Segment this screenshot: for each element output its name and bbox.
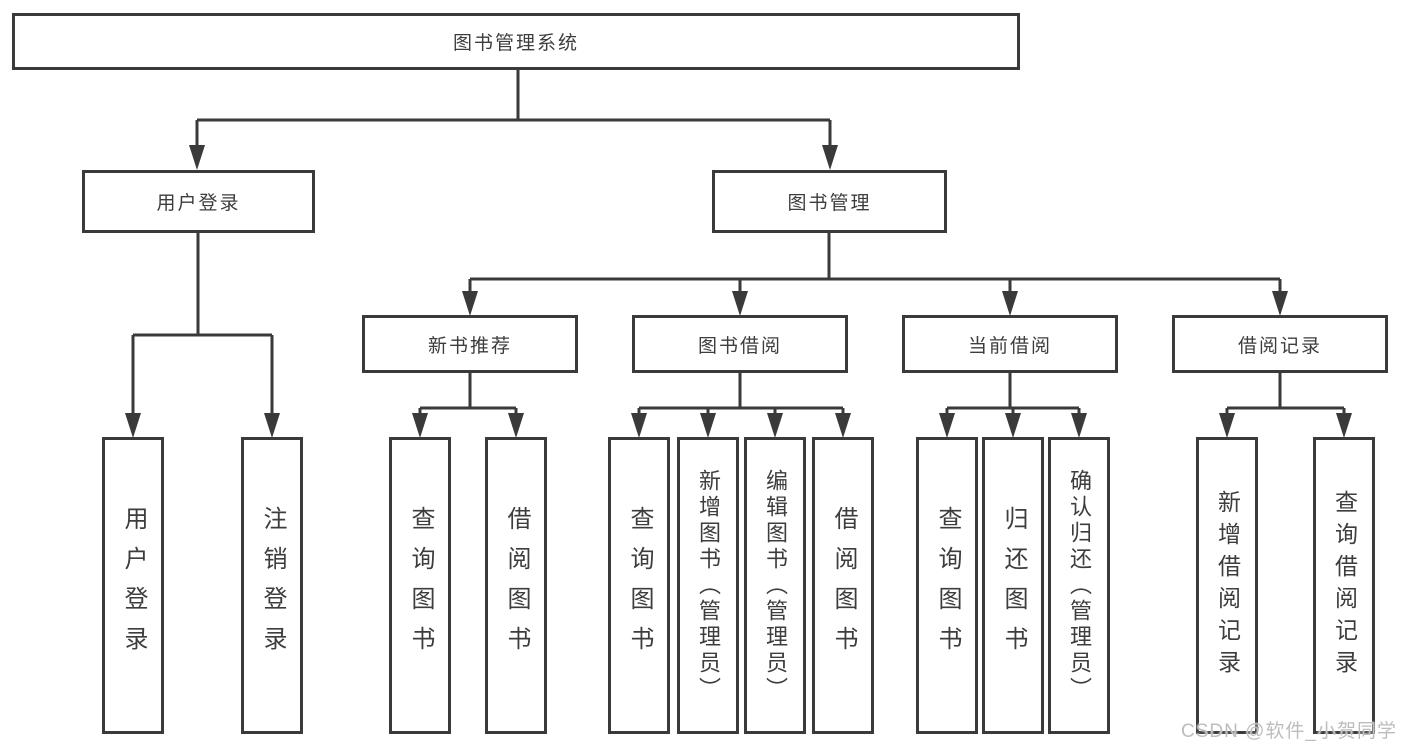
leaf-query-borrow-record-label: 查询借阅记录 — [1331, 489, 1358, 682]
node-root-label: 图书管理系统 — [452, 33, 579, 54]
node-book-borrowing: 图书借阅 — [632, 315, 848, 373]
leaf-borrow-books-2-label: 借阅图书 — [830, 505, 857, 666]
node-user-login: 用户登录 — [82, 170, 315, 233]
leaf-add-books-admin: 新增图书（管理员） — [677, 437, 739, 734]
node-current-borrowing: 当前借阅 — [902, 315, 1118, 373]
node-book-borrowing-label: 图书借阅 — [697, 335, 782, 357]
leaf-return-books-label: 归还图书 — [1000, 505, 1027, 666]
leaf-add-books-admin-label: 新增图书（管理员） — [696, 468, 721, 703]
arrowheads — [125, 145, 1352, 438]
leaf-return-books: 归还图书 — [982, 437, 1044, 734]
leaf-query-books-3: 查询图书 — [916, 437, 978, 734]
node-current-borrowing-label: 当前借阅 — [967, 335, 1052, 357]
leaf-logout: 注销登录 — [241, 437, 303, 734]
leaf-edit-books-admin-label: 编辑图书（管理员） — [763, 468, 788, 703]
leaf-user-login-label: 用户登录 — [120, 505, 147, 666]
node-user-login-label: 用户登录 — [156, 193, 241, 214]
leaf-add-borrow-record-label: 新增借阅记录 — [1214, 489, 1241, 682]
leaf-confirm-return-admin-label: 确认归还（管理员） — [1067, 468, 1092, 703]
leaf-edit-books-admin: 编辑图书（管理员） — [744, 437, 806, 734]
node-borrowing-records-label: 借阅记录 — [1237, 335, 1322, 357]
node-book-management: 图书管理 — [712, 170, 947, 233]
leaf-add-borrow-record: 新增借阅记录 — [1196, 437, 1258, 734]
node-new-book-recommendation-label: 新书推荐 — [427, 335, 512, 357]
node-borrowing-records: 借阅记录 — [1172, 315, 1388, 373]
node-book-management-label: 图书管理 — [787, 193, 872, 214]
leaf-borrow-books-1-label: 借阅图书 — [503, 505, 530, 666]
leaf-query-books-1: 查询图书 — [389, 437, 451, 734]
leaf-borrow-books-1: 借阅图书 — [485, 437, 547, 734]
leaf-user-login: 用户登录 — [102, 437, 164, 734]
leaf-confirm-return-admin: 确认归还（管理员） — [1048, 437, 1110, 734]
leaf-query-books-3-label: 查询图书 — [934, 505, 961, 666]
leaf-query-books-2: 查询图书 — [608, 437, 670, 734]
leaf-query-borrow-record: 查询借阅记录 — [1313, 437, 1375, 734]
leaf-query-books-1-label: 查询图书 — [407, 505, 434, 666]
csdn-watermark: CSDN @软件_小贺同学 — [1181, 721, 1397, 742]
leaf-borrow-books-2: 借阅图书 — [812, 437, 874, 734]
leaf-logout-label: 注销登录 — [259, 505, 286, 666]
node-new-book-recommendation: 新书推荐 — [362, 315, 578, 373]
leaf-query-books-2-label: 查询图书 — [626, 505, 653, 666]
node-root-library-management-system: 图书管理系统 — [12, 13, 1020, 70]
